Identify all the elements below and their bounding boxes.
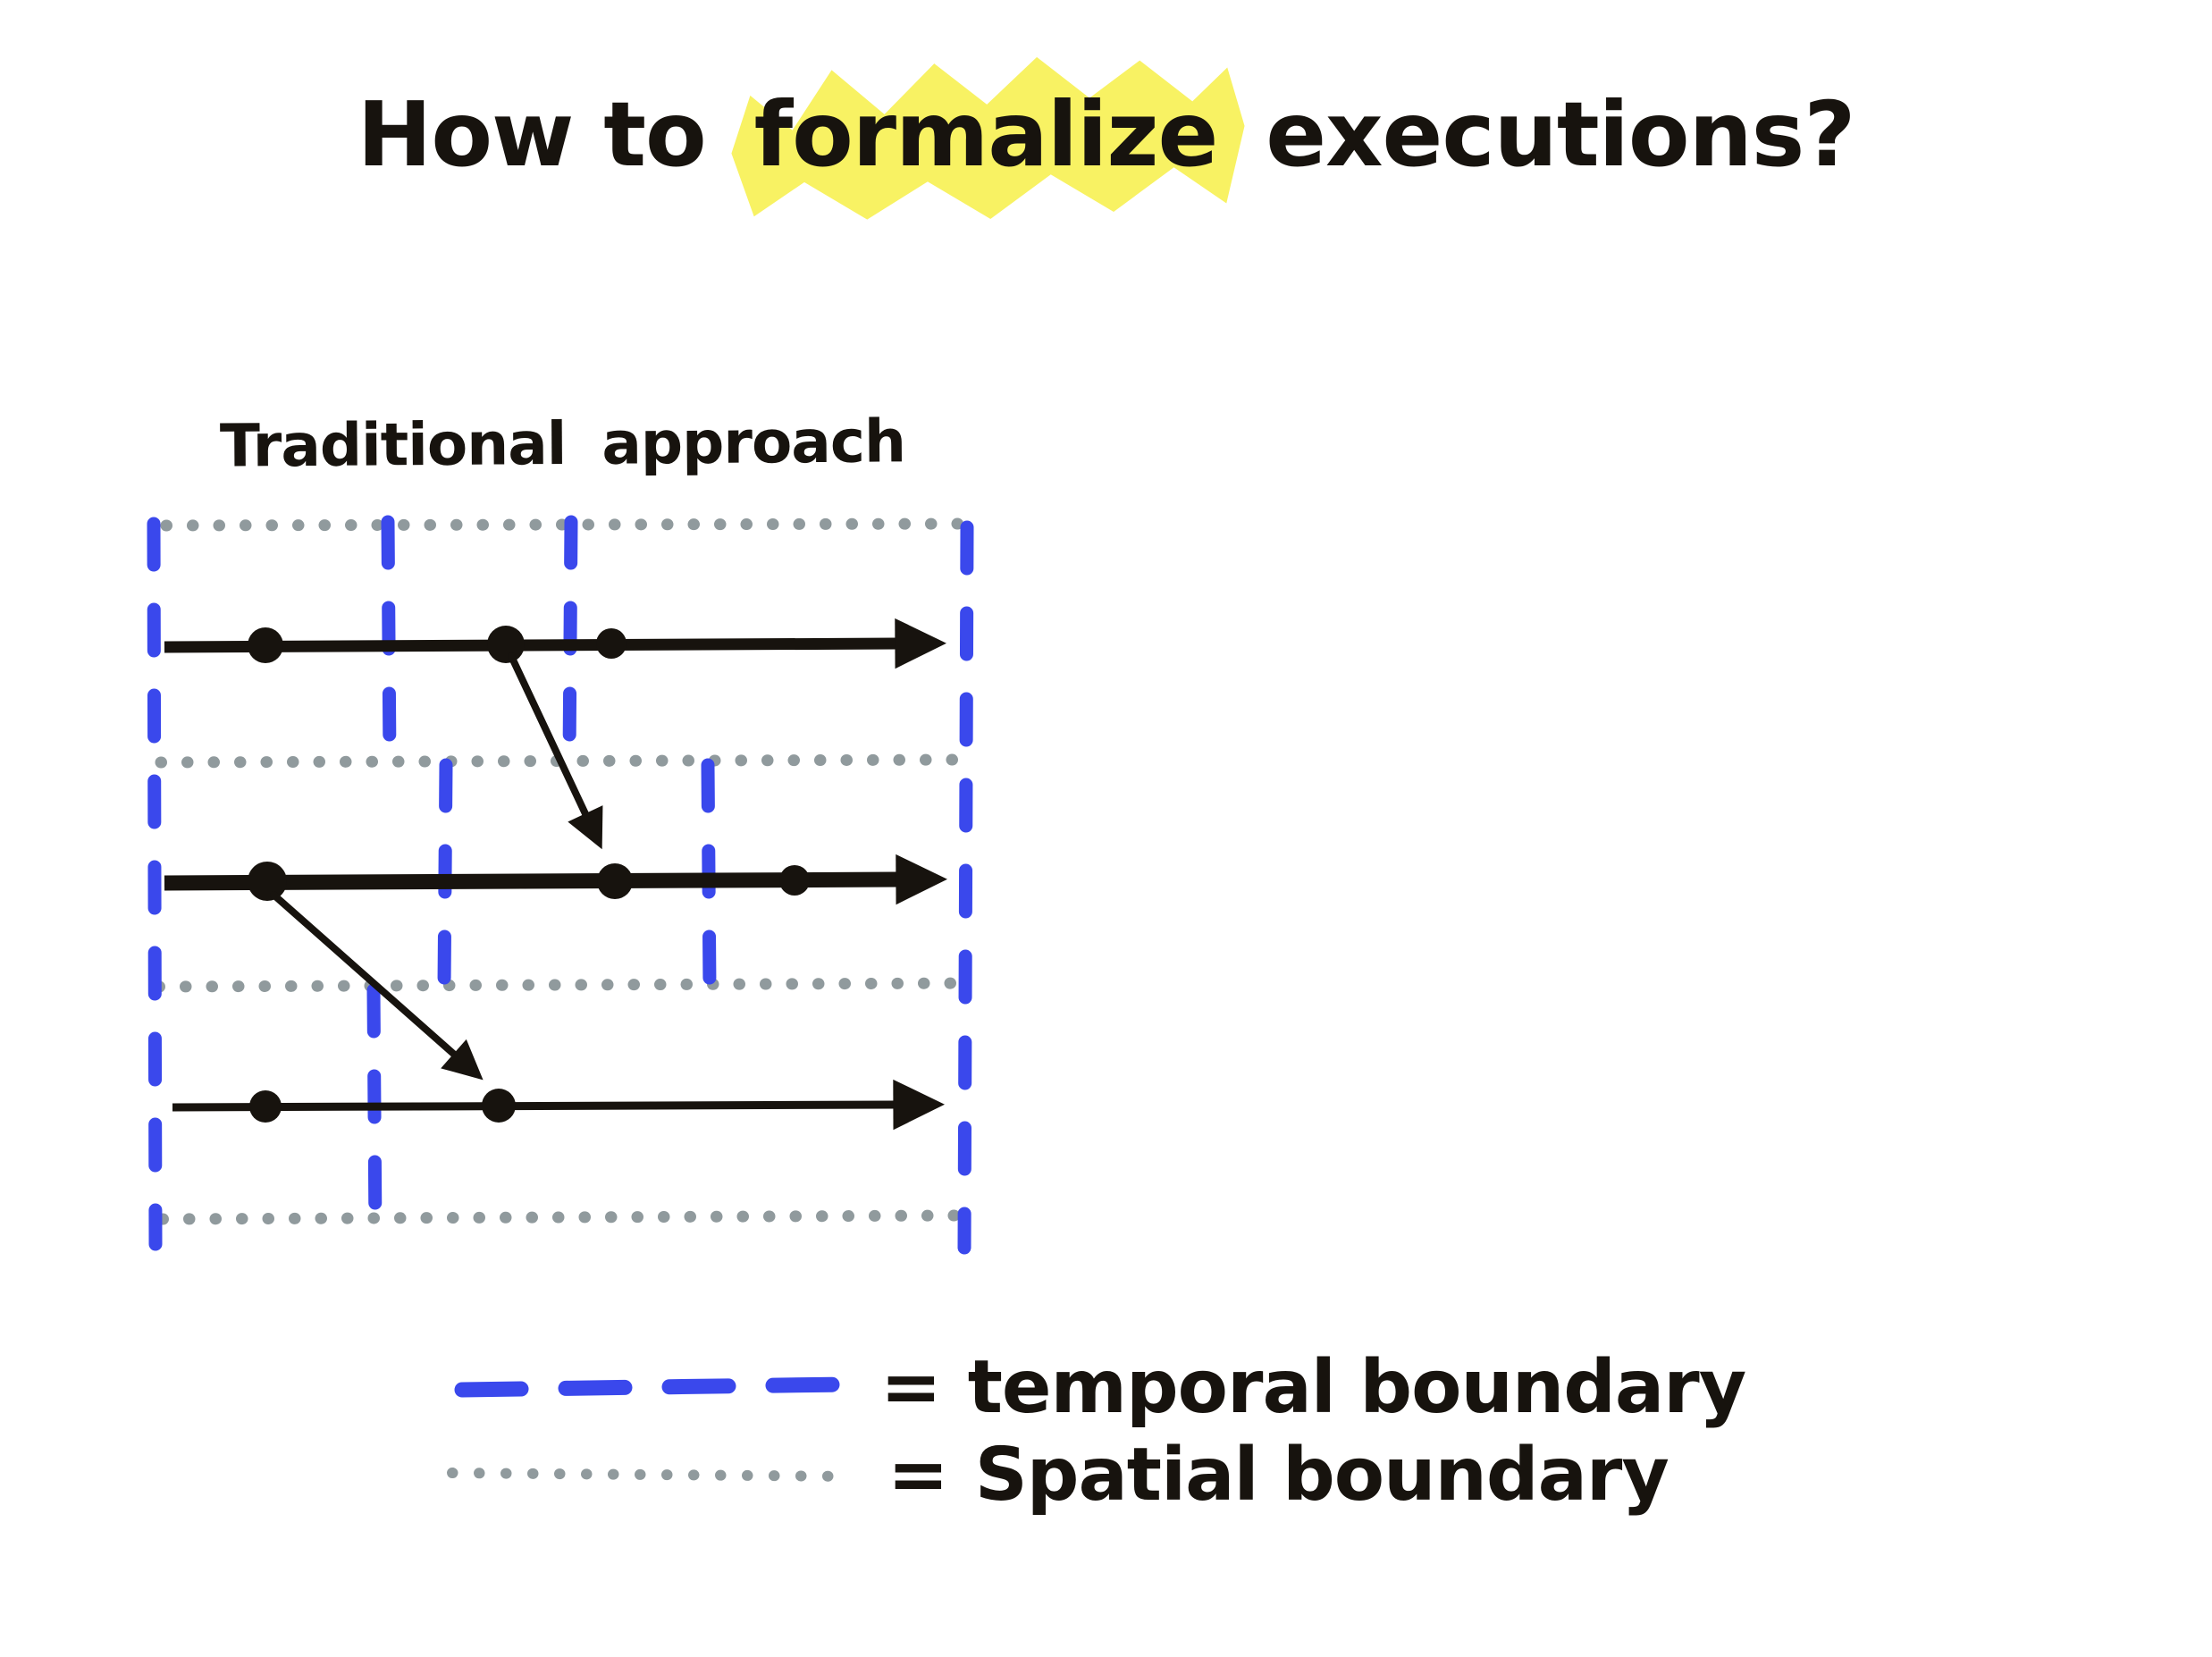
spatial-boundary-sample <box>447 1468 860 1482</box>
event-dot <box>249 1090 282 1123</box>
spatial-boundary-line <box>156 1209 967 1225</box>
process-timelines <box>164 618 947 1131</box>
diagram-title: Traditional approach <box>219 407 906 481</box>
message-arrow <box>508 652 603 850</box>
legend-item-spatial: = Spatial boundary <box>445 1421 1670 1528</box>
temporal-boundary-line <box>366 983 383 1242</box>
event-dot <box>482 1089 516 1123</box>
temporal-boundary-line <box>147 517 163 1251</box>
spatial-boundary-line <box>153 977 973 993</box>
execution-diagram <box>147 515 974 1255</box>
equals-sign: = <box>887 1432 949 1518</box>
event-dot <box>779 865 810 896</box>
temporal-boundary-line <box>957 520 974 1255</box>
title-highlight-text: formalize <box>753 82 1219 187</box>
legend-label-spatial: Spatial boundary <box>974 1432 1670 1518</box>
process-2-timeline <box>164 854 947 905</box>
process-1-timeline <box>164 618 946 669</box>
message-arrows <box>270 652 603 1081</box>
legend-label-temporal: temporal boundary <box>967 1344 1746 1430</box>
process-3-timeline <box>172 1079 945 1131</box>
event-dot <box>487 626 525 663</box>
event-dot <box>596 628 627 659</box>
page-title: How to formalize executions? <box>0 82 2212 187</box>
event-dot <box>248 862 287 901</box>
spatial-sample-line <box>447 1468 860 1482</box>
message-arrow <box>270 891 484 1081</box>
event-dot <box>248 627 283 663</box>
temporal-boundary-sample <box>454 1376 853 1398</box>
temporal-boundaries <box>147 515 974 1255</box>
equals-sign: = <box>880 1344 942 1430</box>
title-suffix: executions? <box>1266 82 1855 187</box>
event-dot <box>597 863 633 899</box>
temporal-sample-line <box>454 1376 853 1398</box>
title-highlight: formalize <box>754 82 1218 187</box>
title-prefix: How to <box>357 82 707 187</box>
legend-item-temporal: = temporal boundary <box>451 1333 1746 1441</box>
spatial-boundary-line <box>155 753 973 769</box>
